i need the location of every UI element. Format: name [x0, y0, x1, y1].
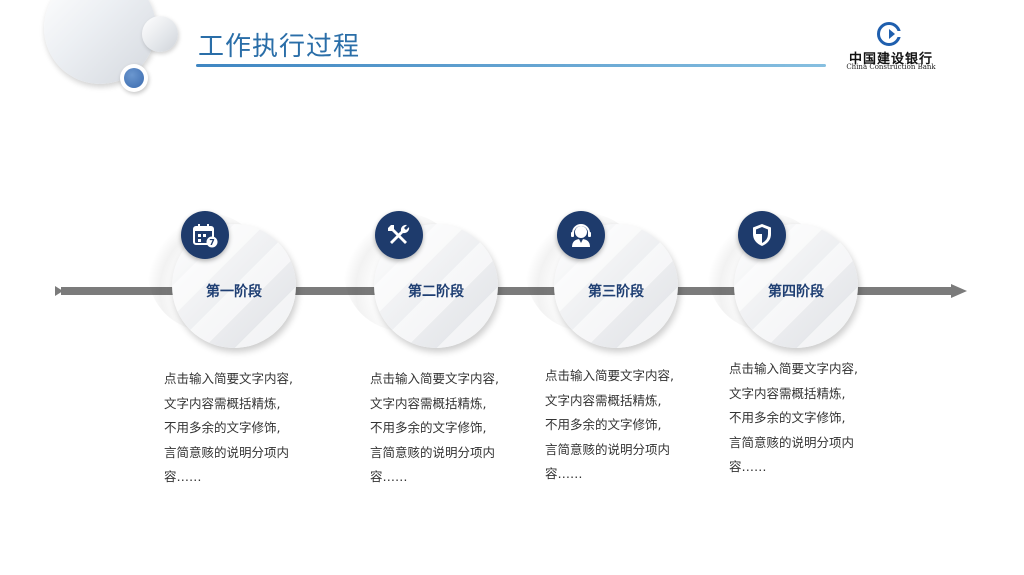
stage-badge — [738, 211, 786, 259]
stage-label: 第四阶段 — [768, 284, 824, 300]
svg-text:7: 7 — [209, 238, 215, 247]
stage-badge — [557, 211, 605, 259]
stage-label: 第三阶段 — [588, 284, 644, 300]
shield-icon — [753, 224, 771, 246]
stage-badge — [375, 211, 423, 259]
ccb-logo-icon — [877, 22, 901, 46]
stage-description: 点击输入简要文字内容, 文字内容需概括精炼, 不用多余的文字修饰, 言简意赅的说… — [164, 371, 293, 484]
stage-label: 第一阶段 — [206, 284, 262, 300]
stage-description: 点击输入简要文字内容, 文字内容需概括精炼, 不用多余的文字修饰, 言简意赅的说… — [370, 371, 499, 484]
logo-english-name: China Construction Bank — [846, 63, 936, 71]
stage-badge: 7 — [181, 211, 229, 259]
decorative-circle-small — [142, 16, 178, 52]
logo-chinese-name: 中国建设银行 — [848, 52, 933, 67]
stage-description: 点击输入简要文字内容, 文字内容需概括精炼, 不用多余的文字修饰, 言简意赅的说… — [729, 361, 858, 474]
title-underline — [196, 64, 826, 67]
decorative-circle-dot — [124, 68, 144, 88]
timeline-arrow — [55, 284, 967, 298]
tools-icon — [388, 224, 410, 244]
stage-description: 点击输入简要文字内容, 文字内容需概括精炼, 不用多余的文字修饰, 言简意赅的说… — [545, 368, 674, 481]
bank-logo: 中国建设银行 China Construction Bank — [836, 22, 946, 74]
page-title: 工作执行过程 — [198, 32, 361, 62]
stage-label: 第二阶段 — [408, 284, 464, 300]
calendar-icon: 7 — [193, 224, 218, 248]
customer-service-icon — [571, 224, 591, 247]
